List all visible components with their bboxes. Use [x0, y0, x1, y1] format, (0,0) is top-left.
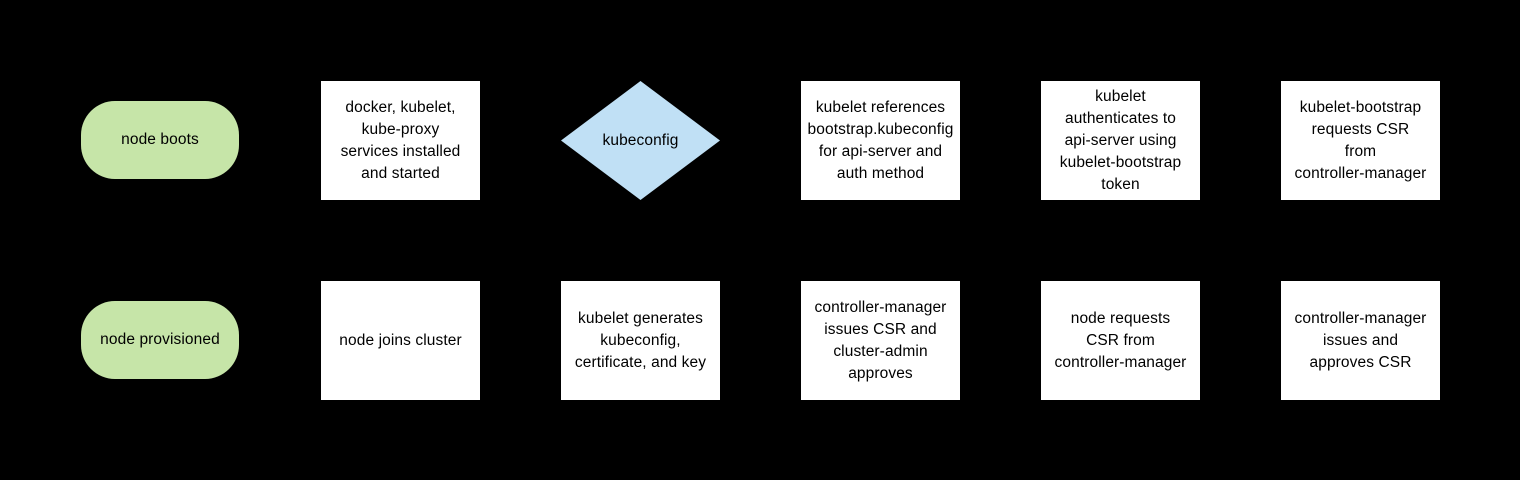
flow-node-label-line: auth method [836, 164, 925, 182]
flow-node-label-line: kubelet references [815, 98, 946, 116]
flow-node-label: kubelet-bootstrap requests CSR from cont… [1294, 98, 1427, 182]
flow-node-node-boots[interactable]: node boots [81, 101, 239, 179]
flow-node-label: kubeconfig [602, 131, 679, 149]
flow-node-label: controller-manager issues CSR and cluste… [814, 298, 947, 382]
flow-node-cm-issues-approves[interactable]: controller-manager issues and approves C… [1281, 281, 1440, 400]
flow-node-kubeconfig-decision[interactable]: kubeconfig [561, 81, 720, 200]
flow-node-node-provisioned[interactable]: node provisioned [81, 301, 239, 379]
flow-node-label-line: bootstrap.kubeconfig [807, 120, 954, 138]
flow-node-label: kubelet generates kubeconfig, certificat… [574, 309, 707, 371]
flow-node-label: kubelet authenticates to api-server usin… [1059, 87, 1182, 193]
flow-node-bootstrap-requests-csr[interactable]: kubelet-bootstrap requests CSR from cont… [1281, 81, 1440, 200]
flow-node-services-installed[interactable]: docker, kubelet, kube-proxy services ins… [321, 81, 480, 200]
flow-node-label: docker, kubelet, kube-proxy services ins… [340, 98, 461, 182]
flow-node-label-line: for api-server and [818, 142, 943, 160]
flow-node-cm-issues-csr[interactable]: controller-manager issues CSR and cluste… [801, 281, 960, 400]
flow-node-label: node joins cluster [339, 331, 462, 349]
flow-node-kubelet-generates[interactable]: kubelet generates kubeconfig, certificat… [561, 281, 720, 400]
flow-node-label: kubelet references bootstrap.kubeconfig fo… [801, 97, 960, 185]
flow-node-kubelet-authenticates[interactable]: kubelet authenticates to api-server usin… [1041, 81, 1200, 200]
flow-node-label: controller-manager issues and approves C… [1294, 309, 1427, 371]
flow-node-node-joins-cluster[interactable]: node joins cluster [321, 281, 480, 400]
flow-node-label: node boots [121, 131, 199, 148]
flow-node-node-requests-csr[interactable]: node requests CSR from controller-manage… [1041, 281, 1200, 400]
flow-node-label: node requests CSR from controller-manage… [1054, 309, 1187, 371]
flow-node-kubelet-references-bootstrap[interactable]: kubelet references bootstrap.kubeconfig fo… [801, 81, 960, 200]
flow-node-label: node provisioned [100, 331, 220, 348]
